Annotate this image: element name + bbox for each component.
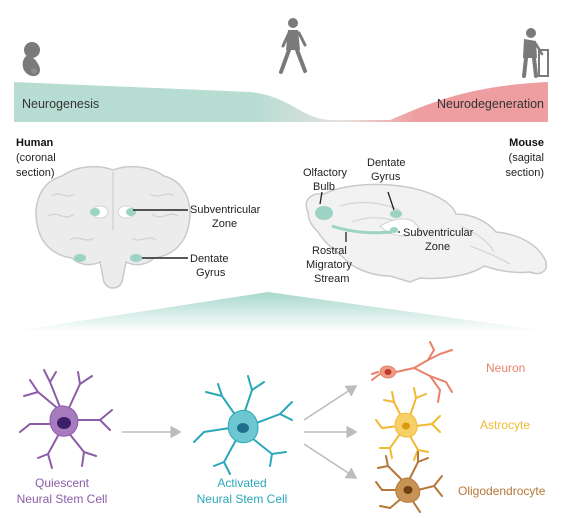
elderly-walker-icon bbox=[522, 28, 549, 78]
astrocyte-label: Astrocyte bbox=[480, 418, 530, 432]
differentiation-arrows bbox=[303, 385, 358, 479]
astrocyte-icon bbox=[375, 387, 441, 461]
human-dg-label-line1: Dentate bbox=[190, 253, 229, 265]
mouse-rms-line3: Stream bbox=[314, 273, 349, 285]
oligodendrocyte-label: Oligodendrocyte bbox=[458, 484, 546, 498]
oligodendrocyte-icon bbox=[375, 451, 443, 513]
mouse-olfactory-line1: Olfactory bbox=[303, 167, 348, 179]
human-subtitle-line1: (coronal bbox=[16, 152, 56, 164]
mouse-dg-line2: Gyrus bbox=[371, 171, 401, 183]
quiescent-nsc-icon bbox=[19, 369, 113, 469]
neuron-icon bbox=[371, 341, 453, 403]
mouse-subtitle-line1: (sagital bbox=[509, 152, 544, 164]
human-brain-illustration bbox=[35, 165, 191, 289]
walking-adult-icon bbox=[279, 18, 307, 74]
mouse-olfactory-line2: Bulb bbox=[313, 181, 335, 193]
mouse-svz-line1: Subventricular bbox=[403, 227, 474, 239]
mouse-dg-line1: Dentate bbox=[367, 157, 406, 169]
fetus-icon bbox=[22, 42, 40, 77]
neuron-label: Neuron bbox=[486, 361, 525, 375]
mouse-svz-line2: Zone bbox=[425, 241, 450, 253]
activated-nsc-icon bbox=[193, 375, 293, 475]
human-svz-label-line2: Zone bbox=[212, 218, 237, 230]
mouse-brain-illustration bbox=[305, 183, 548, 283]
activated-label-line1: Activated bbox=[217, 476, 266, 490]
mouse-subtitle-line2: section) bbox=[505, 167, 544, 179]
mouse-title: Mouse bbox=[509, 137, 544, 149]
human-dg-label-line2: Gyrus bbox=[196, 267, 226, 279]
human-subtitle-line2: section) bbox=[16, 167, 55, 179]
neurodegeneration-label: Neurodegeneration bbox=[437, 97, 544, 111]
human-title: Human bbox=[16, 137, 54, 149]
zoom-cone bbox=[8, 292, 554, 332]
lifespan-band: Neurogenesis Neurodegeneration bbox=[14, 82, 548, 122]
activated-label-line2: Neural Stem Cell bbox=[197, 492, 288, 506]
human-svz-label-line1: Subventricular bbox=[190, 204, 261, 216]
mouse-rms-line2: Migratory bbox=[306, 259, 352, 271]
neurogenesis-label: Neurogenesis bbox=[22, 97, 99, 111]
quiescent-label-line2: Neural Stem Cell bbox=[17, 492, 108, 506]
mouse-rms-line1: Rostral bbox=[312, 245, 347, 257]
quiescent-label-line1: Quiescent bbox=[35, 476, 90, 490]
